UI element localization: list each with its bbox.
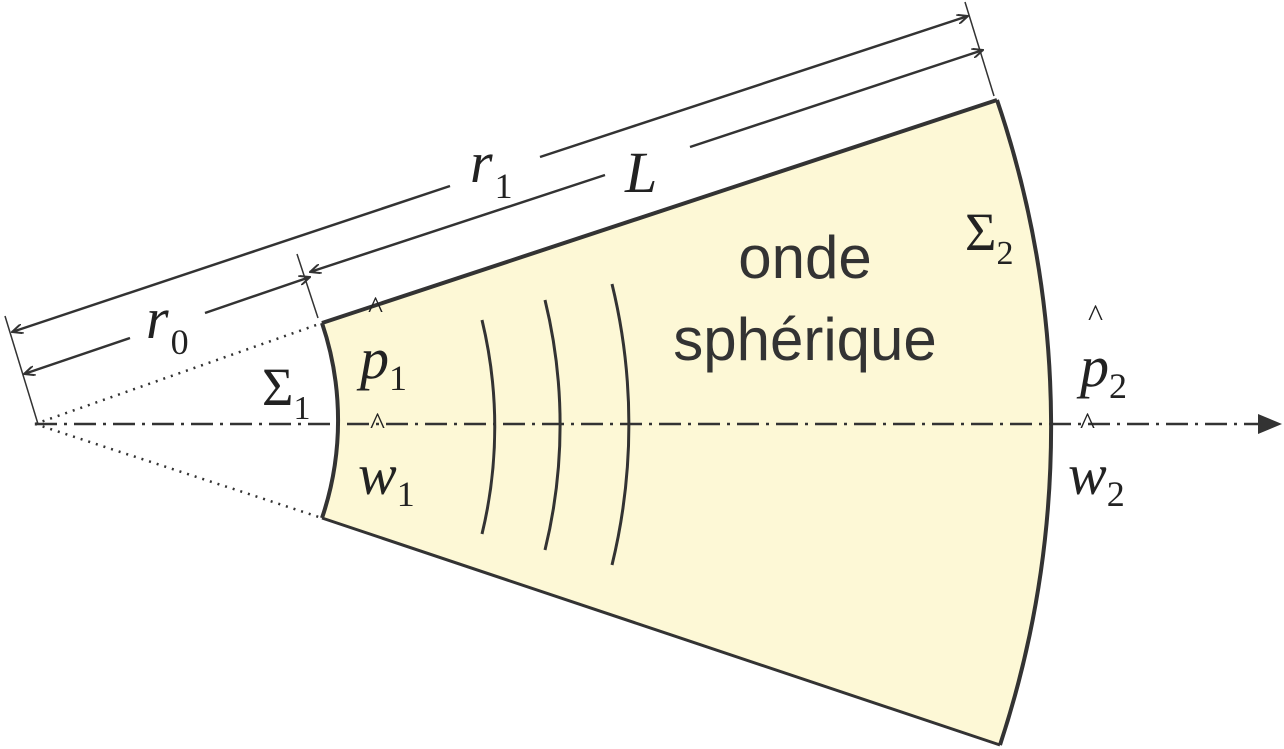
dimension-L-right bbox=[689, 50, 983, 149]
dimension-r1-right bbox=[539, 16, 968, 159]
label-r1: r1 bbox=[470, 130, 513, 206]
dimension-L-left bbox=[310, 173, 606, 272]
cone-top-edge bbox=[321, 98, 998, 325]
label-r0: r0 bbox=[146, 286, 189, 362]
label-p2: p2 bbox=[1076, 334, 1127, 406]
dotted-line-bottom bbox=[34, 422, 323, 520]
label-sigma1: Σ1 bbox=[262, 357, 310, 427]
cone-bottom-edge bbox=[321, 516, 1001, 747]
surface-sigma2 bbox=[995, 99, 1054, 746]
hat-w2: ^ bbox=[1080, 405, 1095, 441]
dimension-r0-left bbox=[24, 336, 131, 374]
label-w2: w2 bbox=[1068, 442, 1125, 514]
hat-p1: ^ bbox=[368, 289, 383, 325]
cone-sector bbox=[322, 100, 1052, 745]
extension-line-sigma1 bbox=[296, 253, 319, 319]
surface-sigma1 bbox=[320, 322, 341, 519]
extension-line-sigma2 bbox=[964, 1, 995, 97]
label-L: L bbox=[624, 140, 657, 205]
dimension-r0-right bbox=[204, 277, 310, 315]
dotted-line-top bbox=[34, 321, 323, 426]
label-spherique: sphérique bbox=[673, 306, 937, 373]
label-w1: w1 bbox=[358, 442, 415, 514]
label-onde: onde bbox=[738, 224, 871, 291]
dimension-r1-left bbox=[12, 184, 451, 332]
hat-w1: ^ bbox=[370, 405, 385, 441]
label-p1: p1 bbox=[356, 326, 407, 398]
hat-p2: ^ bbox=[1088, 297, 1103, 333]
wavefront-1 bbox=[480, 319, 497, 535]
label-sigma2: Σ2 bbox=[965, 202, 1013, 272]
